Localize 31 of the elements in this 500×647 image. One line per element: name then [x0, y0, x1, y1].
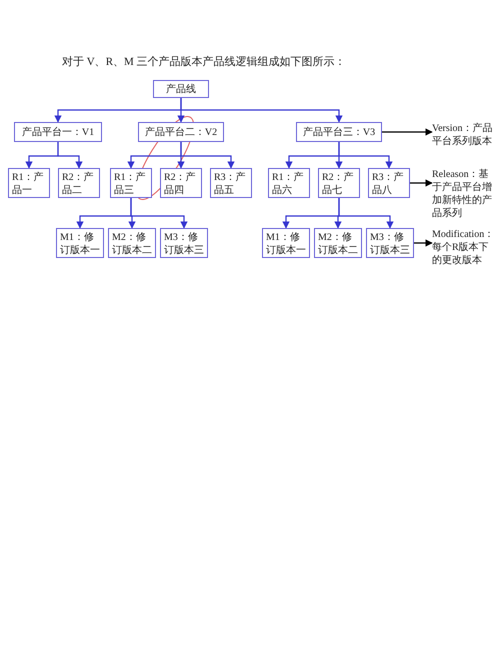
product-box: M1：修订版本一	[56, 228, 104, 258]
product-box: R2：产品二	[58, 168, 100, 198]
arrow	[338, 198, 394, 229]
arrow	[180, 142, 235, 169]
title-text: 对于 V、R、M 三个产品版本产品线逻辑组成如下图所示：	[62, 54, 346, 69]
product-box: M2：修订版本二	[108, 228, 156, 258]
annotation-text: Releason：基于产品平台增加新特性的产品系列	[432, 168, 498, 220]
arrow	[338, 142, 393, 169]
product-box: R2：产品七	[318, 168, 360, 198]
arrow	[130, 198, 188, 229]
platform-box: 产品线	[153, 80, 209, 98]
annotation-text: Version：产品平台系列版本	[432, 122, 498, 148]
product-box: R3：产品五	[210, 168, 252, 198]
arrow	[180, 98, 343, 123]
platform-box: 产品平台二：V2	[138, 122, 224, 142]
product-box: M1：修订版本一	[262, 228, 310, 258]
platform-box: 产品平台三：V3	[296, 122, 382, 142]
product-box: R1：产品六	[268, 168, 310, 198]
product-box: M2：修订版本二	[314, 228, 362, 258]
annotation-text: Modification：每个R版本下的更改版本	[432, 228, 498, 267]
product-box: M3：修订版本三	[366, 228, 414, 258]
arrow	[414, 239, 433, 247]
platform-box: 产品平台一：V1	[14, 122, 102, 142]
product-box: R1：产品三	[110, 168, 152, 198]
product-box: R2：产品四	[160, 168, 202, 198]
product-box: M3：修订版本三	[160, 228, 208, 258]
product-box: R3：产品八	[368, 168, 410, 198]
product-box: R1：产品一	[8, 168, 50, 198]
arrow	[382, 128, 433, 136]
arrow	[410, 179, 433, 187]
arrow	[57, 142, 83, 169]
